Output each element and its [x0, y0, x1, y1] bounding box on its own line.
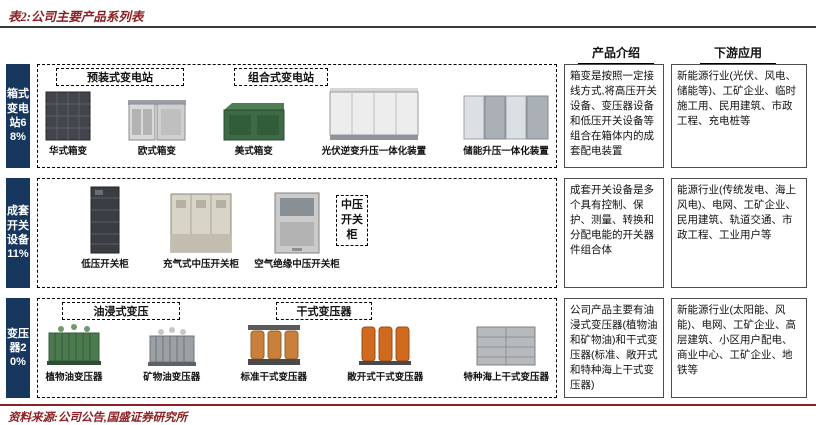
downstream-box-substation: 新能源行业(光伏、风电、储能等)、工矿企业、临时施工用、民用建筑、市政工程、充电…	[671, 64, 807, 168]
euro-style-box-substation-image	[127, 100, 186, 141]
pv-inverter-stepup-unit-image	[329, 88, 419, 140]
air-insulated-mv-cabinet-image	[274, 192, 320, 254]
standard-dry-transformer-image	[247, 325, 300, 365]
vegetable-oil-transformer-image	[47, 324, 101, 365]
product-caption: 低压开关柜	[81, 259, 129, 270]
storage-stepup-unit-image	[463, 95, 549, 140]
category-label-transformer: 变压器20%	[6, 298, 30, 398]
product-caption: 矿物油变压器	[143, 372, 201, 383]
column-header-product-intro: 产品介绍	[578, 44, 654, 64]
open-dry-transformer-image	[359, 326, 412, 365]
title-divider	[0, 26, 816, 28]
source-note: 资料来源:公司公告,国盛证券研究所	[8, 412, 188, 424]
product-caption: 储能升压一体化装置	[463, 146, 549, 157]
group-label-prefabricated-substation: 预装式变电站	[56, 68, 184, 86]
product-caption: 植物油变压器	[45, 372, 103, 383]
table-title: 表2:公司主要产品系列表	[8, 10, 144, 24]
downstream-transformer: 新能源行业(太阳能、风能)、电网、工矿企业、高层建筑、小区用户配电、商业中心、工…	[671, 298, 807, 398]
product-gallery: 华式箱变 欧式箱变	[43, 87, 551, 157]
product-caption: 标准干式变压器	[240, 372, 307, 383]
lv-switch-cabinet-image	[90, 186, 120, 254]
footer-divider	[0, 404, 816, 406]
category-label-switchgear: 成套开关设备11%	[6, 178, 30, 288]
product-air-insulated-mv-cabinet: 空气绝缘中压开关柜	[254, 192, 340, 270]
group-label-combined-substation: 组合式变电站	[234, 68, 328, 86]
product-intro-transformer: 公司产品主要有油浸式变压器(植物油和矿物油)和干式变压器(标准、敞开式和特种海上…	[564, 298, 664, 398]
column-header-downstream: 下游应用	[700, 44, 776, 64]
group-label-mv-switch-cabinet: 中压开关柜	[336, 195, 368, 246]
product-lv-switch-cabinet: 低压开关柜	[81, 186, 129, 270]
product-caption: 华式箱变	[48, 146, 87, 157]
downstream-switchgear: 能源行业(传统发电、海上风电)、电网、工矿企业、民用建筑、轨道交通、市政工程、工…	[671, 178, 807, 288]
product-us-style-box-substation: 美式箱变	[223, 101, 285, 157]
gas-insulated-mv-cabinet-image	[170, 193, 232, 253]
product-panel-box-substation: 预装式变电站 组合式变电站 华式箱变	[37, 64, 557, 168]
mineral-oil-transformer-image	[147, 327, 196, 366]
us-style-box-substation-image	[223, 103, 285, 141]
row-transformer: 变压器20% 油浸式变压 干式变压器	[6, 298, 810, 398]
product-rows: 箱式变电站68% 预装式变电站 组合式变电站 华式箱变	[6, 64, 810, 398]
product-caption: 特种海上干式变压器	[463, 372, 549, 383]
product-standard-dry-transformer: 标准干式变压器	[240, 323, 307, 383]
product-caption: 敞开式干式变压器	[347, 372, 424, 383]
row-switchgear: 成套开关设备11% 中压开关柜	[6, 178, 810, 288]
product-mineral-oil-transformer: 矿物油变压器	[143, 325, 200, 383]
product-vegetable-oil-transformer: 植物油变压器	[45, 321, 103, 383]
hua-style-box-substation-image	[45, 91, 91, 141]
product-caption: 美式箱变	[234, 146, 273, 157]
category-label-box-substation: 箱式变电站68%	[6, 64, 30, 168]
product-intro-box-substation: 箱变是按照一定接线方式,将高压开关设备、变压器设备和低压开关设备等组合在箱体内的…	[564, 64, 664, 168]
product-caption: 空气绝缘中压开关柜	[254, 259, 340, 270]
product-open-dry-transformer: 敞开式干式变压器	[347, 323, 423, 383]
product-gallery: 低压开关柜	[43, 186, 551, 270]
row-box-substation: 箱式变电站68% 预装式变电站 组合式变电站 华式箱变	[6, 64, 810, 168]
product-caption: 充气式中压开关柜	[162, 259, 239, 270]
product-storage-stepup-unit: 储能升压一体化装置	[463, 93, 549, 157]
product-hua-style-box-substation: 华式箱变	[45, 91, 91, 157]
product-caption: 欧式箱变	[137, 146, 176, 157]
special-offshore-dry-transformer-image	[476, 326, 536, 366]
product-gas-insulated-mv-cabinet: 充气式中压开关柜	[163, 192, 239, 270]
group-label-dry-type-transformer: 干式变压器	[276, 302, 372, 320]
product-caption: 光伏逆变升压一体化装置	[321, 146, 427, 157]
product-panel-transformer: 油浸式变压 干式变压器	[37, 298, 557, 398]
product-panel-switchgear: 中压开关柜	[37, 178, 557, 288]
product-special-offshore-dry-transformer: 特种海上干式变压器	[463, 323, 549, 383]
product-euro-style-box-substation: 欧式箱变	[127, 99, 186, 157]
group-label-oil-immersed-transformer: 油浸式变压	[62, 302, 180, 320]
product-pv-inverter-stepup-unit: 光伏逆变升压一体化装置	[321, 87, 427, 157]
product-gallery: 植物油变压器 矿物油变压器	[43, 321, 551, 383]
product-intro-switchgear: 成套开关设备是多个具有控制、保护、测量、转换和分配电能的开关器件组合体	[564, 178, 664, 288]
